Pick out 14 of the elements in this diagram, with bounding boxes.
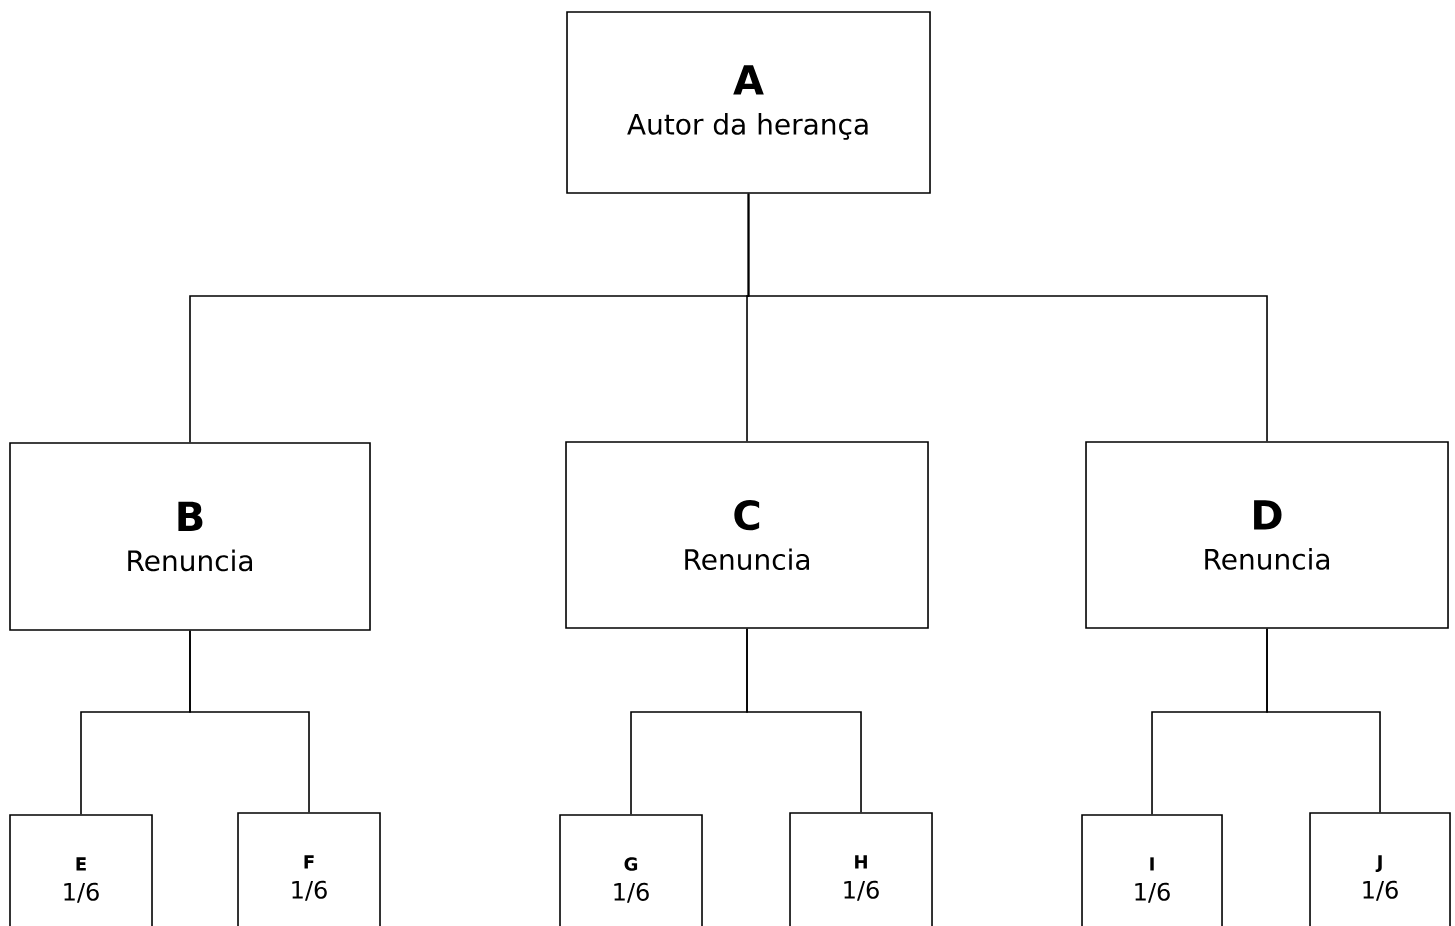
person-box: C Renuncia <box>565 441 929 629</box>
person-box: D Renuncia <box>1085 441 1449 629</box>
connector-line <box>1266 628 1381 813</box>
person-box: J 1/6 <box>1309 812 1451 926</box>
person-box: F 1/6 <box>237 812 381 926</box>
person-box: I 1/6 <box>1081 814 1223 926</box>
person-box: G 1/6 <box>559 814 703 926</box>
person-box: A Autor da herança <box>566 11 931 194</box>
person-box: E 1/6 <box>9 814 153 926</box>
connector-line <box>747 193 1268 442</box>
person-box: H 1/6 <box>789 812 933 926</box>
person-box: B Renuncia <box>9 442 371 631</box>
connector-line <box>746 628 862 813</box>
connector-line <box>189 630 310 813</box>
